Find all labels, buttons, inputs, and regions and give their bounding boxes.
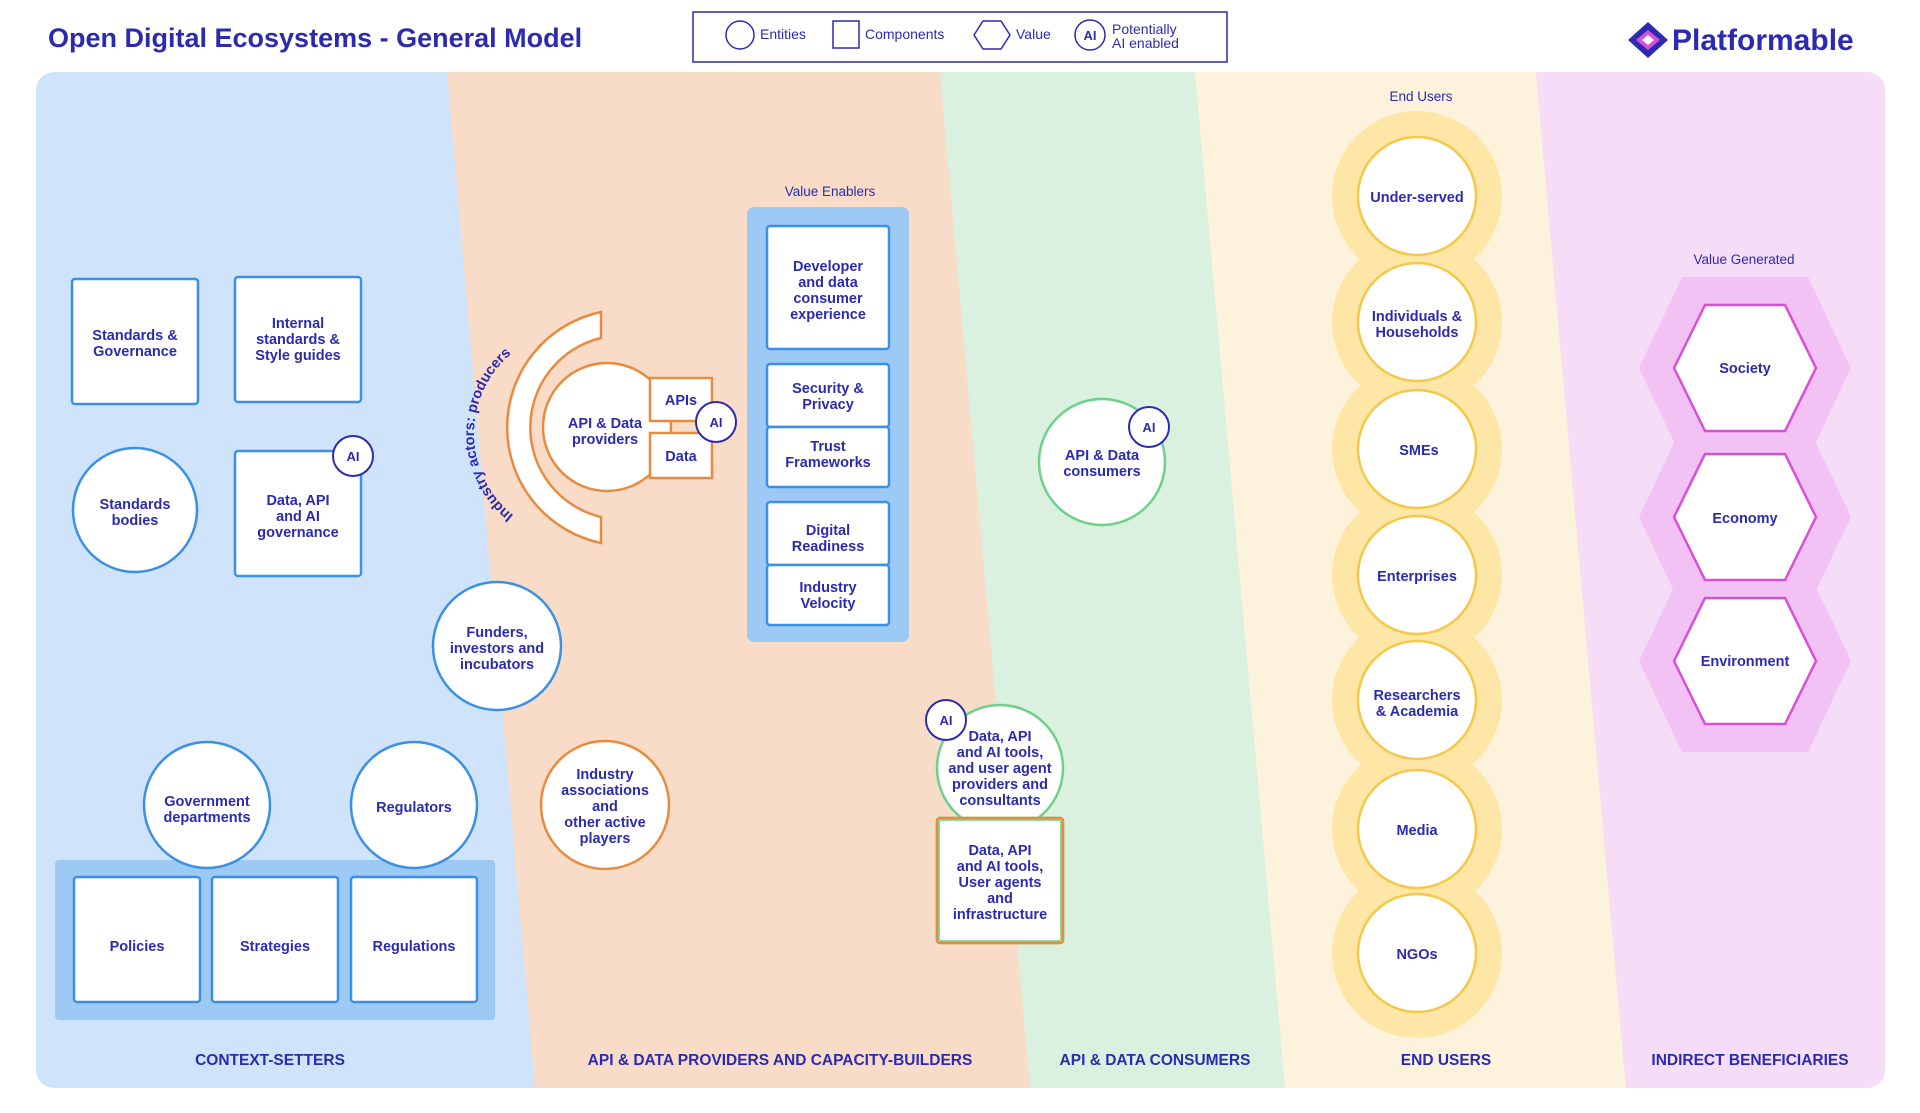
end-users-title: End Users xyxy=(1389,89,1452,104)
ai-enabled-icon: AI xyxy=(332,435,374,477)
svg-text:Security &Privacy: Security &Privacy xyxy=(792,381,864,413)
ai-enabled-icon: AI xyxy=(1128,406,1170,448)
strategies-component: Strategies xyxy=(210,875,340,1004)
legend-ai-line2: AI enabled xyxy=(1112,35,1179,51)
component-legend-icon xyxy=(832,20,860,49)
value-enablers-title: Value Enablers xyxy=(785,184,876,199)
svg-text:Standards &Governance: Standards &Governance xyxy=(92,328,178,360)
entity-legend-icon xyxy=(725,20,755,50)
svg-text:AI: AI xyxy=(710,415,723,430)
svg-text:Researchers& Academia: Researchers& Academia xyxy=(1373,688,1460,720)
brand-name: Platformable xyxy=(1672,24,1854,57)
end-user-under-served: Under-served xyxy=(1356,135,1478,257)
svg-text:Media: Media xyxy=(1396,823,1438,839)
regulations-component: Regulations xyxy=(349,875,479,1004)
column-label-providers: API & DATA PROVIDERS AND CAPACITY-BUILDE… xyxy=(588,1052,973,1069)
end-user-media: Media xyxy=(1356,768,1478,890)
data-component: Data xyxy=(648,431,714,480)
policies-component: Policies xyxy=(72,875,202,1004)
svg-text:APIs: APIs xyxy=(665,393,697,409)
standards-governance-component: Standards &Governance xyxy=(70,277,200,406)
legend-components: Components xyxy=(865,26,944,42)
svg-text:Individuals &Households: Individuals &Households xyxy=(1372,309,1463,341)
column-label-consumers: API & DATA CONSUMERS xyxy=(1060,1052,1251,1069)
value-generated-title: Value Generated xyxy=(1693,252,1794,267)
column-label-end-users: END USERS xyxy=(1401,1052,1491,1069)
svg-text:Strategies: Strategies xyxy=(240,939,310,955)
brand: Platformable xyxy=(1628,22,1854,58)
end-user-individuals: Individuals &Households xyxy=(1356,261,1478,383)
svg-text:AI: AI xyxy=(347,449,360,464)
svg-text:SMEs: SMEs xyxy=(1399,443,1439,459)
svg-text:Regulators: Regulators xyxy=(376,800,452,816)
svg-text:AI: AI xyxy=(940,713,953,728)
apis-component: APIs xyxy=(648,376,714,423)
column-label-beneficiaries: INDIRECT BENEFICIARIES xyxy=(1651,1052,1848,1069)
legend: Entities Components Value AI Potentially… xyxy=(692,11,1228,63)
legend-ai-line1: Potentially xyxy=(1112,21,1177,37)
value-legend-icon xyxy=(973,20,1011,50)
end-user-smes: SMEs xyxy=(1356,388,1478,510)
ai-legend-icon xyxy=(1074,19,1106,51)
svg-text:Policies: Policies xyxy=(110,939,165,955)
svg-text:Enterprises: Enterprises xyxy=(1377,569,1457,585)
value-economy: Economy xyxy=(1672,452,1818,582)
legend-value: Value xyxy=(1016,26,1051,42)
svg-text:Environment: Environment xyxy=(1701,654,1790,670)
value-environment: Environment xyxy=(1672,596,1818,726)
legend-entities: Entities xyxy=(760,26,806,42)
platformable-logo-icon xyxy=(1628,22,1668,58)
page-title: Open Digital Ecosystems - General Model xyxy=(48,23,582,53)
end-user-researchers: Researchers& Academia xyxy=(1356,639,1478,761)
svg-text:AI: AI xyxy=(1143,420,1156,435)
end-user-enterprises: Enterprises xyxy=(1356,514,1478,636)
svg-text:Under-served: Under-served xyxy=(1370,190,1463,206)
svg-text:Economy: Economy xyxy=(1712,511,1777,527)
security-privacy-component: Security &Privacy xyxy=(765,362,891,429)
svg-text:Data: Data xyxy=(665,449,697,465)
svg-text:Regulations: Regulations xyxy=(373,939,456,955)
svg-text:NGOs: NGOs xyxy=(1396,947,1437,963)
regulators-entity: Regulators xyxy=(349,740,479,870)
value-society: Society xyxy=(1672,303,1818,433)
end-user-ngos: NGOs xyxy=(1356,892,1478,1014)
svg-text:Society: Society xyxy=(1719,361,1771,377)
column-label-context: CONTEXT-SETTERS xyxy=(195,1052,345,1069)
ai-enabled-icon: AI xyxy=(695,401,737,443)
ai-enabled-icon: AI xyxy=(925,699,967,741)
ai-legend-badge: AI xyxy=(1084,28,1097,43)
